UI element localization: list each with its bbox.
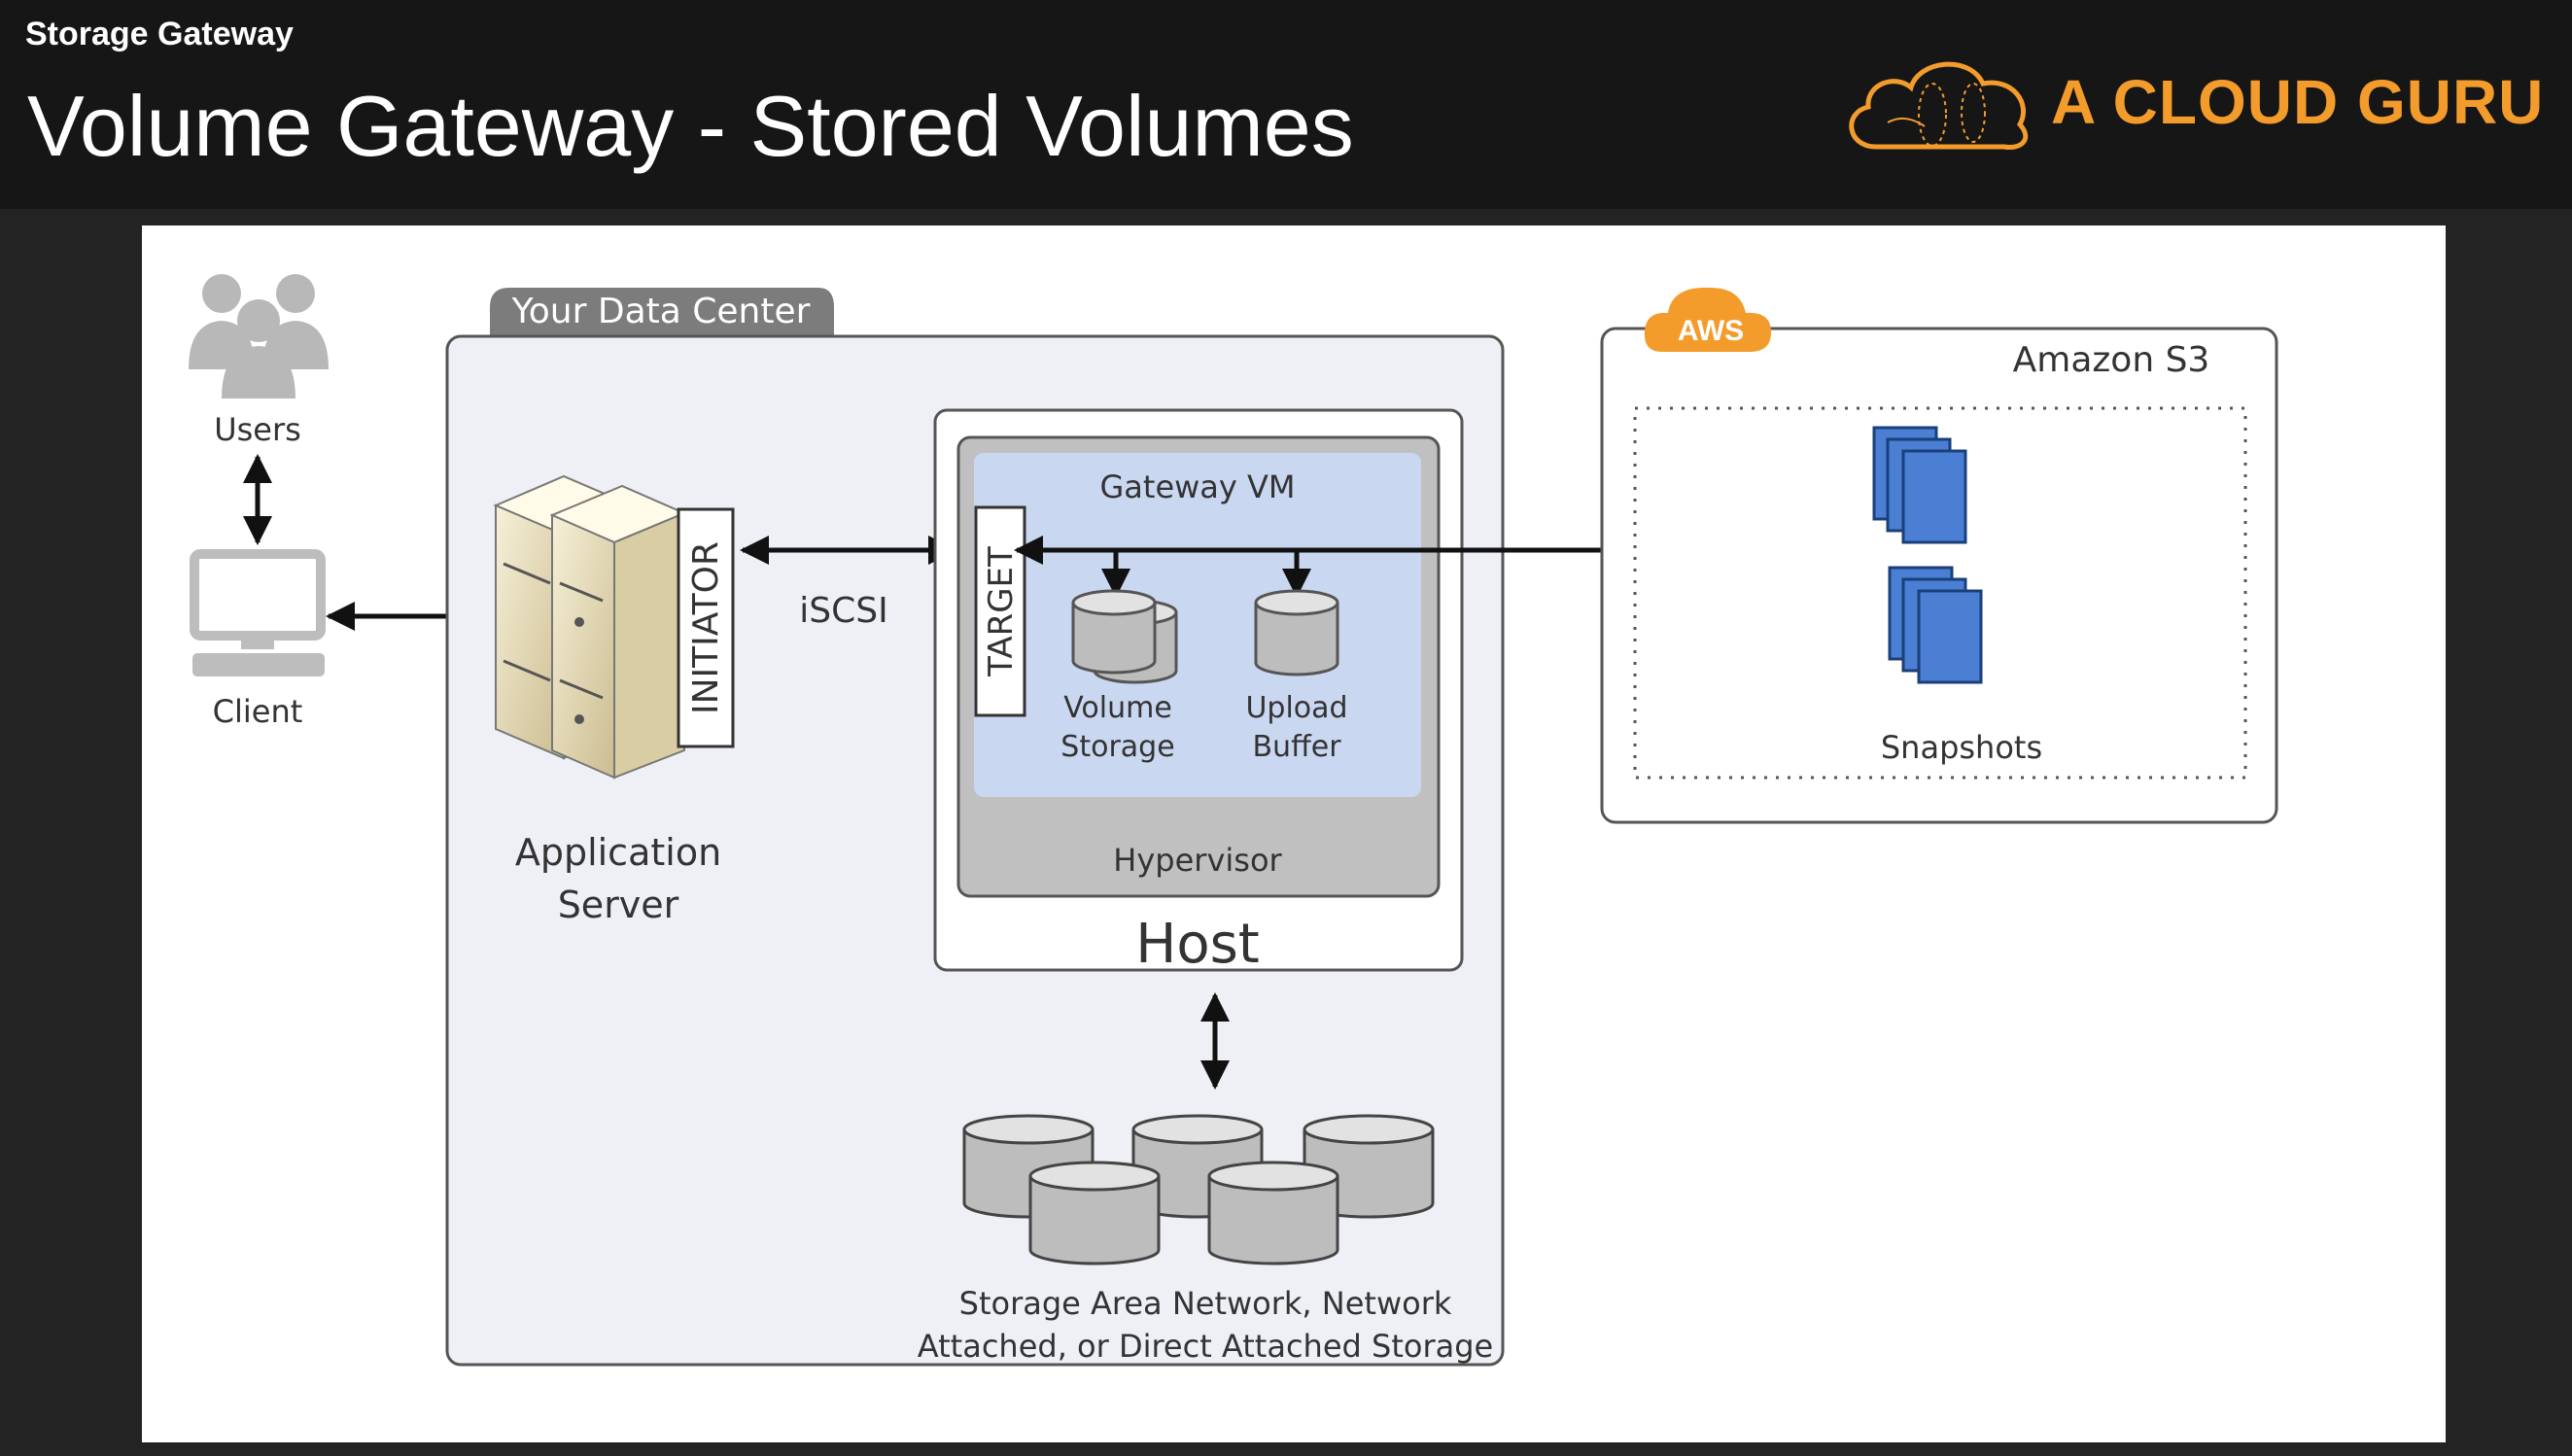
- brand-logo: A CLOUD GURU: [1837, 45, 2543, 161]
- application-server-label-2: Server: [558, 884, 679, 926]
- snapshots-icon: [1872, 426, 1983, 684]
- client-computer-icon: [190, 549, 326, 676]
- storage-caption-line-1: Storage Area Network, Network: [959, 1285, 1452, 1322]
- data-center-tab: [490, 288, 834, 336]
- upload-buffer-label-1: Upload: [1245, 691, 1347, 725]
- upload-buffer-label-2: Buffer: [1252, 730, 1341, 764]
- snapshots-label: Snapshots: [1881, 729, 2042, 766]
- storage-array-icon: [962, 1114, 1435, 1265]
- diagram-slide: Users Client Your Data Center INITIATOR …: [142, 225, 2446, 1442]
- data-center-label: Your Data Center: [511, 292, 811, 331]
- hypervisor-label: Hypervisor: [1113, 842, 1282, 879]
- upload-buffer-icon: [1254, 589, 1339, 676]
- users-icon: [189, 274, 329, 399]
- volume-storage-label-1: Volume: [1063, 691, 1172, 725]
- storage-caption-line-2: Attached, or Direct Attached Storage: [918, 1328, 1493, 1365]
- users-label: Users: [214, 411, 301, 448]
- s3-dotted-region: [1633, 406, 2247, 780]
- client-label: Client: [213, 693, 303, 730]
- storage-gateway-diagram: Users Client Your Data Center INITIATOR …: [189, 274, 2278, 1367]
- initiator-label: INITIATOR: [686, 541, 726, 714]
- aws-badge-label: AWS: [1678, 315, 1744, 347]
- application-server-icon: [493, 474, 687, 780]
- application-server-label-1: Application: [515, 831, 721, 874]
- volume-storage-icon: [1071, 589, 1178, 684]
- initiator-box: [677, 507, 735, 748]
- iscsi-label: iSCSI: [799, 591, 887, 631]
- volume-storage-label-2: Storage: [1060, 730, 1174, 764]
- gateway-vm-label: Gateway VM: [1099, 468, 1295, 505]
- slide-title: Volume Gateway - Stored Volumes: [27, 78, 1354, 174]
- amazon-s3-label: Amazon S3: [2013, 340, 2210, 380]
- brand-name: A CLOUD GURU: [2051, 67, 2545, 137]
- slide-header: Storage Gateway Volume Gateway - Stored …: [0, 0, 2572, 209]
- host-label: Host: [1135, 913, 1260, 976]
- target-label: TARGET: [982, 546, 1021, 677]
- aws-cloud-badge-icon: [1644, 287, 1771, 352]
- cloud-logo-icon: [1849, 61, 2029, 151]
- section-label: Storage Gateway: [25, 16, 294, 52]
